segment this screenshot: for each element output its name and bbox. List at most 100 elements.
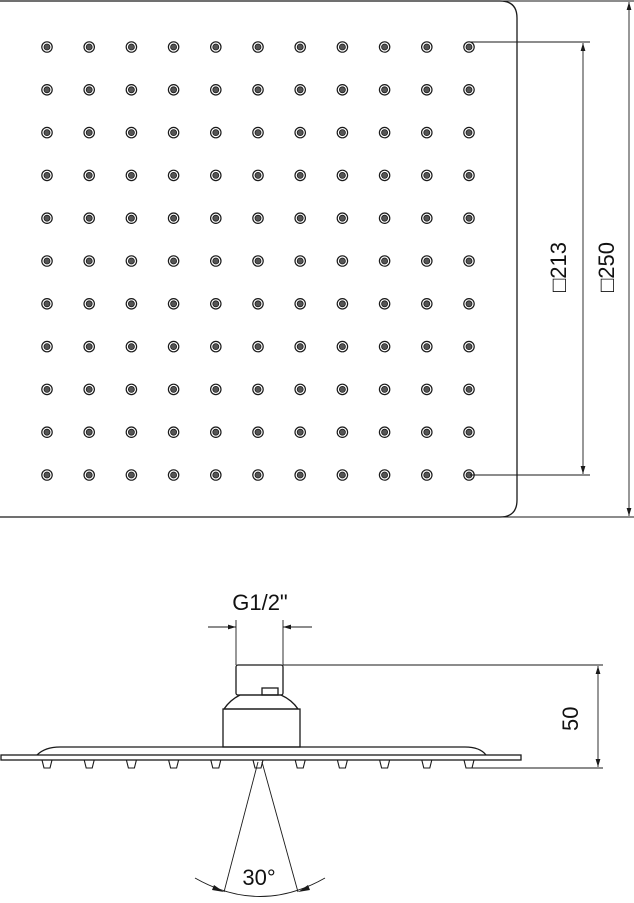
nozzle: [210, 169, 222, 182]
nozzle: [167, 126, 180, 139]
side-nozzle: [41, 759, 53, 769]
nut-notch: [261, 687, 279, 696]
nozzle: [378, 126, 391, 139]
nozzle: [125, 169, 138, 182]
nozzle: [210, 212, 222, 224]
nozzle: [378, 426, 391, 438]
nozzle: [378, 169, 391, 182]
nozzle: [83, 340, 95, 353]
nozzle: [294, 169, 306, 182]
nozzle: [210, 469, 222, 481]
nozzle: [294, 383, 306, 396]
angle-arc: [194, 877, 326, 897]
nozzle: [252, 340, 264, 353]
angle-arrows: [212, 885, 310, 892]
nozzle: [41, 255, 53, 267]
nozzle-grid: [41, 41, 475, 481]
nozzle: [294, 41, 306, 53]
side-view: G1/2" 50 30°: [0, 590, 603, 897]
nozzle: [463, 426, 475, 438]
nozzle: [41, 426, 53, 438]
nozzle: [294, 426, 306, 438]
nozzle: [167, 469, 180, 481]
connector-body: [222, 708, 301, 748]
nozzle: [83, 169, 95, 182]
nozzle: [41, 340, 53, 353]
nozzle: [210, 426, 222, 438]
nozzle: [41, 297, 53, 310]
side-nozzle: [83, 759, 95, 769]
nozzle: [252, 469, 264, 481]
nozzle: [41, 41, 53, 53]
connector-neck: [222, 694, 300, 710]
dim-213-label: □213: [546, 242, 571, 292]
nozzle: [167, 84, 180, 96]
thread-label: G1/2": [232, 590, 288, 615]
nozzle: [420, 340, 433, 353]
nozzle: [420, 126, 433, 139]
nozzle: [252, 255, 264, 267]
nozzle: [83, 426, 95, 438]
nozzle: [167, 41, 180, 53]
nozzle: [41, 169, 53, 182]
dim-250-label: □250: [594, 242, 619, 292]
nozzle: [252, 212, 264, 224]
nozzle: [125, 297, 138, 310]
spray-cone-left: [223, 761, 259, 893]
side-nozzle: [125, 759, 137, 769]
nozzle: [83, 255, 95, 267]
nozzle: [336, 169, 349, 182]
nozzle: [125, 41, 138, 53]
nozzle: [83, 297, 95, 310]
nozzle: [167, 340, 180, 353]
plate-outline: [0, 0, 518, 518]
height-label: 50: [558, 707, 583, 731]
nozzle: [167, 169, 180, 182]
spray-cone-right: [261, 761, 299, 893]
nozzle: [83, 84, 95, 96]
nozzle: [252, 426, 264, 438]
nozzle: [294, 469, 306, 481]
nozzle: [83, 41, 95, 53]
nozzle: [294, 126, 306, 139]
nozzle: [125, 340, 138, 353]
nozzle: [125, 212, 138, 224]
nozzle: [210, 126, 222, 139]
side-nozzle: [252, 759, 264, 769]
side-nozzle: [294, 759, 306, 769]
nozzle: [83, 383, 95, 396]
nozzle: [420, 255, 433, 267]
nozzle: [336, 212, 349, 224]
nozzle: [83, 469, 95, 481]
connector-nut: [235, 664, 284, 696]
nozzle: [252, 383, 264, 396]
nozzle: [252, 84, 264, 96]
nozzle: [83, 212, 95, 224]
nozzle: [336, 469, 349, 481]
nozzle: [378, 255, 391, 267]
nozzle: [378, 383, 391, 396]
nozzle: [252, 41, 264, 53]
nozzle: [336, 84, 349, 96]
nozzle: [336, 383, 349, 396]
nozzle: [210, 340, 222, 353]
nozzle: [294, 84, 306, 96]
nozzle: [463, 84, 475, 96]
nozzle: [210, 41, 222, 53]
nozzle: [336, 126, 349, 139]
nozzle: [463, 126, 475, 139]
nozzle: [463, 297, 475, 310]
nozzle: [41, 383, 53, 396]
nozzle: [210, 84, 222, 96]
nozzle: [83, 126, 95, 139]
top-view: □213 □250: [0, 0, 634, 518]
nozzle: [252, 169, 264, 182]
nozzle: [294, 212, 306, 224]
nozzle: [420, 212, 433, 224]
nozzle: [167, 426, 180, 438]
nozzle: [167, 297, 180, 310]
nozzle: [167, 383, 180, 396]
nozzle: [252, 297, 264, 310]
nozzle: [378, 41, 391, 53]
